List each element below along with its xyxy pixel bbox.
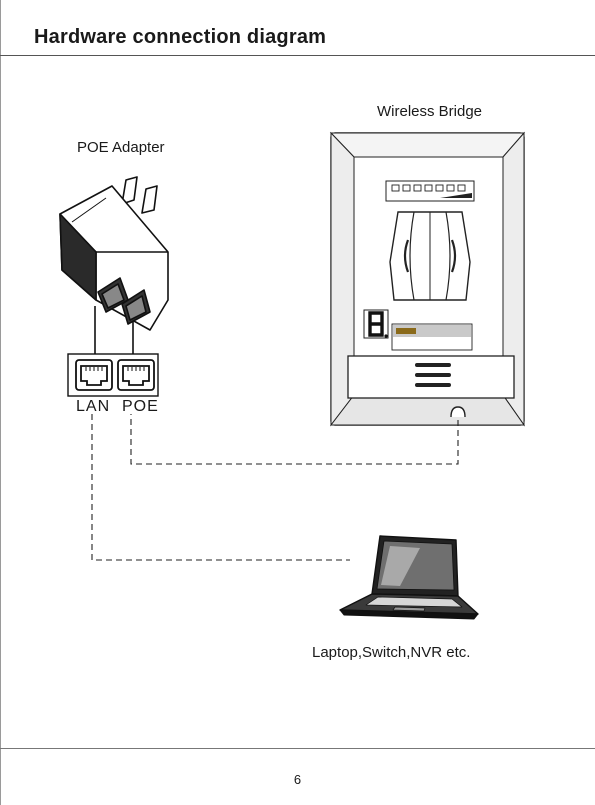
rj45-port-icon [76,360,112,390]
seven-segment-display-icon [364,310,388,338]
lan-to-laptop-link [92,414,350,560]
port-panel [68,354,158,396]
rj45-port-icon [118,360,154,390]
footer-rule [0,748,595,749]
lan-port-label: LAN [76,398,110,416]
bridge-label: Wireless Bridge [377,103,482,120]
wireless-bridge-icon [331,133,524,425]
page-number: 6 [0,772,595,787]
poe-port-label: POE [122,398,159,416]
laptop-icon [340,536,478,619]
client-devices-label: Laptop,Switch,NVR etc. [312,644,470,661]
poe-adapter-label: POE Adapter [77,139,165,156]
poe-adapter-icon [60,177,168,330]
